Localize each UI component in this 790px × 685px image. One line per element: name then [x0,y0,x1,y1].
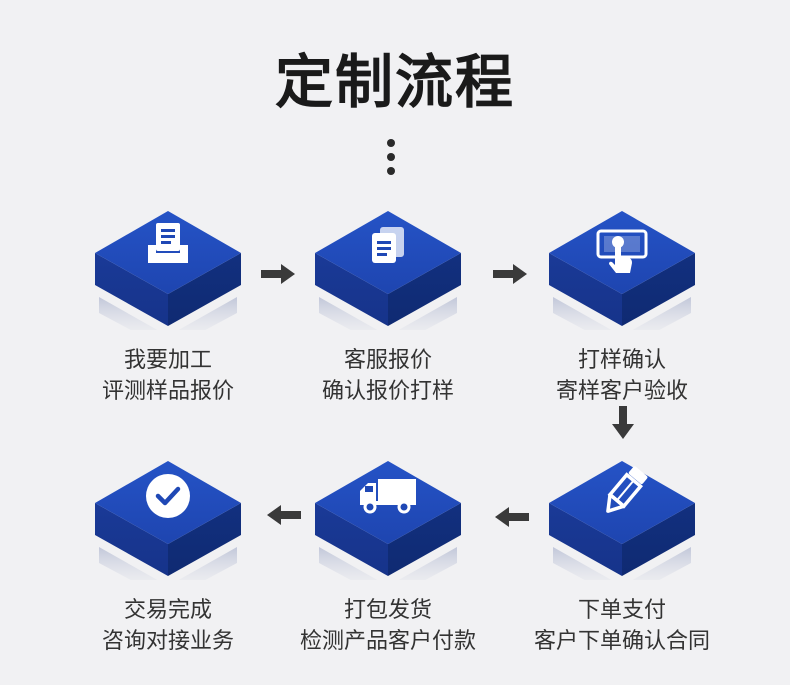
checkmark-icon [146,474,190,518]
delivery-truck-icon [360,479,416,514]
step-4: 下单支付 客户下单确认合同 [497,455,747,685]
step-title: 客服报价 [343,348,432,373]
step-description: 评测样品报价 [101,379,234,404]
step-description: 客户下单确认合同 [533,629,710,654]
step-description: 咨询对接业务 [101,629,234,654]
step-title: 打样确认 [577,348,666,373]
arrow-left-icon [267,505,301,525]
arrow-right-icon [493,264,527,284]
step-2: 客服报价 确认报价打样 [263,205,513,435]
step-5: 打包发货 检测产品客户付款 [263,455,513,685]
step-title: 下单支付 [577,598,666,623]
tile-block [95,211,241,330]
documents-icon [372,227,404,263]
step-description: 寄样客户验收 [555,379,688,404]
step-caption: 打样确认 寄样客户验收 [497,345,747,407]
document-tray-icon [148,223,188,263]
touch-screen-icon [596,229,648,273]
arrow-left-icon [495,507,529,527]
step-title: 交易完成 [123,598,212,623]
step-title: 我要加工 [123,348,212,373]
step-title: 打包发货 [343,598,432,623]
step-caption: 下单支付 客户下单确认合同 [497,595,747,657]
step-description: 检测产品客户付款 [299,629,476,654]
step-1: 我要加工 评测样品报价 [43,205,293,435]
step-6: 交易完成 咨询对接业务 [43,455,293,685]
step-caption: 交易完成 咨询对接业务 [43,595,293,657]
arrow-down-icon [612,406,634,439]
arrow-right-icon [261,264,295,284]
step-caption: 我要加工 评测样品报价 [43,345,293,407]
vertical-dots-icon [383,139,399,179]
tile-block [549,211,695,330]
step-caption: 客服报价 确认报价打样 [263,345,513,407]
step-3: 打样确认 寄样客户验收 [497,205,747,435]
step-description: 确认报价打样 [321,379,454,404]
pencil-icon [606,466,648,513]
page-title: 定制流程 [274,48,515,116]
step-caption: 打包发货 检测产品客户付款 [263,595,513,657]
